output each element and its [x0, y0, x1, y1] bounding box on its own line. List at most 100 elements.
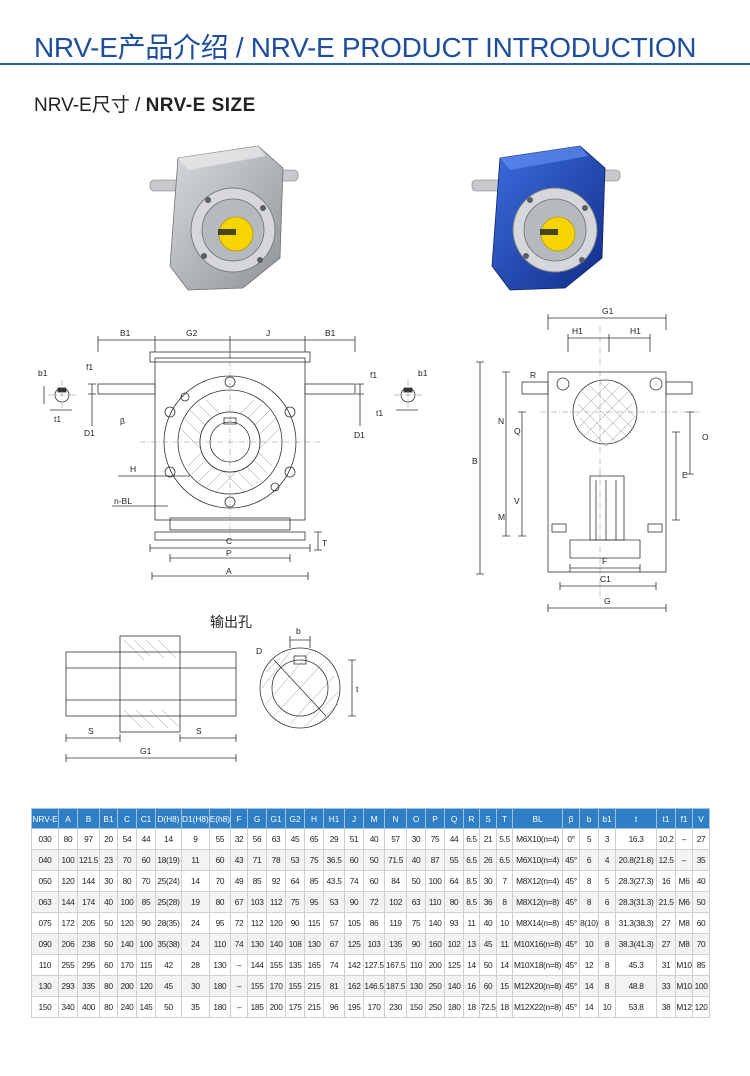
table-cell: 48.8	[615, 975, 658, 997]
table-cell: 90	[344, 891, 365, 913]
table-cell: 144	[77, 870, 100, 892]
table-cell: 70	[208, 870, 232, 892]
table-cell: 8	[496, 891, 514, 913]
label-front-4: b1	[38, 368, 48, 378]
table-cell: 174	[77, 891, 100, 913]
table-cell: 16	[656, 870, 677, 892]
label-side-4: B	[472, 456, 478, 466]
table-cell: 145	[136, 996, 156, 1018]
table-cell: 10	[598, 996, 617, 1018]
table-cell: –	[675, 849, 694, 871]
table-cell: 18	[496, 996, 514, 1018]
table-cell: 103	[247, 891, 268, 913]
label-front-1: G2	[186, 328, 198, 338]
table-cell: 200	[425, 954, 446, 976]
dimension-drawings: B1 G2 J B1 b1 f1 D1 β H n-BL D1 f1 t1 b1…	[38, 306, 709, 762]
table-cell: 27	[692, 828, 711, 850]
table-cell: 24	[181, 912, 210, 934]
table-cell: 14	[463, 954, 481, 976]
table-cell: 120	[58, 870, 78, 892]
label-side-5: N	[498, 416, 504, 426]
table-cell: 150	[31, 996, 59, 1018]
table-cell: 115	[304, 912, 325, 934]
table-cell: 187.5	[384, 975, 408, 997]
table-cell: 53	[323, 891, 346, 913]
table-header-cell: E(h8)	[208, 808, 232, 829]
table-header-cell: H	[304, 808, 325, 829]
table-cell: 170	[117, 954, 137, 976]
table-header-cell: M	[363, 808, 386, 829]
table-cell: 16	[463, 975, 481, 997]
table-cell: 6.5	[463, 828, 481, 850]
table-cell: 50	[363, 849, 386, 871]
table-cell: M6	[675, 891, 694, 913]
table-cell: 90	[406, 933, 427, 955]
table-cell: M12	[675, 996, 694, 1018]
table-cell: M8	[675, 912, 694, 934]
table-cell: 60	[479, 975, 498, 997]
table-cell: 050	[31, 870, 59, 892]
table-cell: 140	[425, 912, 446, 934]
table-cell: 80	[99, 975, 118, 997]
table-header-cell: N	[384, 808, 408, 829]
table-cell: 80	[444, 891, 465, 913]
table-cell: 20.8(21.8)	[615, 849, 658, 871]
table-cell: 36	[479, 891, 498, 913]
table-cell: 155	[285, 975, 306, 997]
table-cell: 87	[425, 849, 446, 871]
table-cell: 15	[496, 975, 514, 997]
table-cell: 92	[266, 870, 287, 892]
table-cell: 28(35)	[155, 912, 182, 934]
table-cell: 16.3	[615, 828, 658, 850]
table-cell: –	[230, 954, 249, 976]
table-cell: 20	[99, 828, 118, 850]
table-cell: 19	[181, 891, 210, 913]
table-cell: 255	[58, 954, 78, 976]
table-cell: 53.8	[615, 996, 658, 1018]
table-cell: 45°	[562, 975, 581, 997]
table-cell: 35(38)	[155, 933, 182, 955]
table-cell: 170	[363, 996, 386, 1018]
table-cell: 130	[406, 975, 427, 997]
table-cell: 60	[136, 849, 156, 871]
table-cell: 140	[444, 975, 465, 997]
table-cell: 45°	[562, 912, 581, 934]
table-cell: M8X12(n=8)	[512, 891, 564, 913]
table-cell: M12X22(n=8)	[512, 996, 564, 1018]
table-cell: 8.5	[463, 870, 481, 892]
table-cell: 50	[692, 891, 711, 913]
table-cell: 108	[285, 933, 306, 955]
table-cell: 4	[598, 849, 617, 871]
subtitle-en: NRV-E SIZE	[145, 95, 256, 116]
table-cell: 6.5	[496, 849, 514, 871]
label-side-7: M	[498, 512, 505, 522]
table-cell: 14	[579, 975, 600, 997]
table-cell: 84	[384, 870, 408, 892]
label-bore-4: S	[196, 726, 202, 736]
table-cell: 090	[31, 933, 59, 955]
table-cell: 238	[77, 933, 100, 955]
table-cell: 130	[31, 975, 59, 997]
table-cell: 71.5	[384, 849, 408, 871]
table-cell: 215	[304, 996, 325, 1018]
table-cell: M8	[675, 933, 694, 955]
table-cell: 42	[155, 954, 182, 976]
label-bore-0: b	[296, 626, 301, 636]
table-cell: 93	[444, 912, 465, 934]
table-cell: 120	[266, 912, 287, 934]
table-cell: 8	[579, 891, 600, 913]
table-cell: 33	[656, 975, 677, 997]
table-cell: 6	[598, 891, 617, 913]
table-cell: M6X10(n=4)	[512, 828, 564, 850]
title-divider	[0, 63, 750, 65]
table-cell: 67	[323, 933, 346, 955]
table-cell: 5	[598, 870, 617, 892]
table-header-cell: J	[344, 808, 365, 829]
table-header-cell: F	[230, 808, 249, 829]
table-cell: 8.5	[463, 891, 481, 913]
table-header-cell: t	[615, 808, 658, 829]
table-cell: 95	[304, 891, 325, 913]
